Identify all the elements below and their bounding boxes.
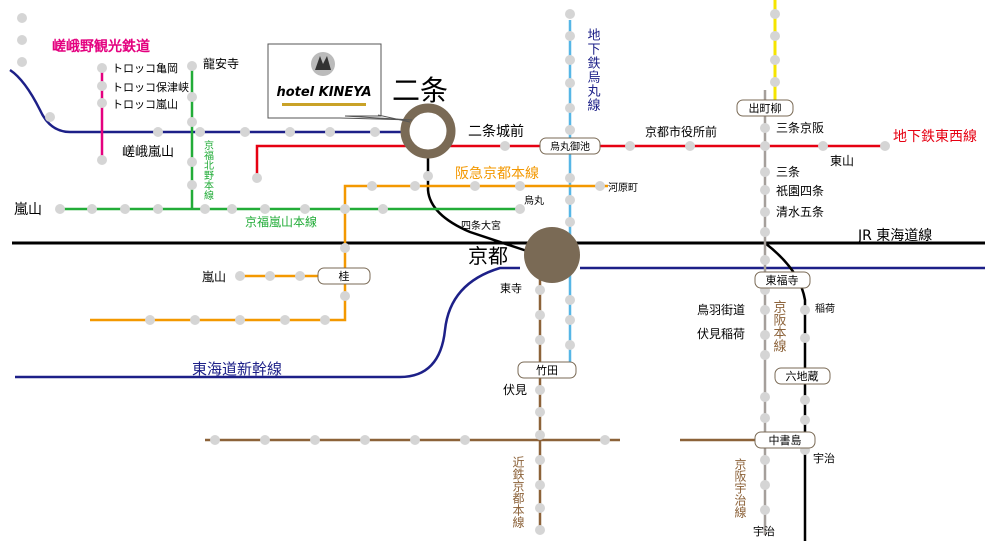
station-uji-keihan: 宇治	[753, 524, 775, 538]
station-box-demachiyanagi[interactable]	[736, 99, 794, 117]
station-arashiyama-randen: 嵐山	[14, 202, 42, 218]
line-label-kitano: 京福北野本線	[202, 139, 214, 200]
station-tofukuji: 東福寺	[766, 273, 799, 287]
station-katsura: 桂	[339, 269, 350, 283]
station-arashiyama-hankyu: 嵐山	[202, 270, 226, 284]
station-box-rokujizo[interactable]	[774, 367, 831, 385]
hub-label-nijo: 二条	[392, 74, 448, 107]
line-label-uji: 京阪宇治線	[733, 458, 747, 518]
line-label-kintetsu: 近鉄京都本線	[511, 456, 525, 528]
station-karasuma-oike: 烏丸御池	[550, 140, 590, 153]
jr-sagano-line	[9, 68, 412, 134]
station-inari: 稲荷	[815, 303, 835, 315]
station-dots	[45, 9, 890, 535]
line-label-shinkansen: 東海道新幹線	[192, 360, 282, 378]
station-kiyomizu-gojo: 清水五条	[776, 205, 824, 219]
station-chushojima: 中書島	[769, 433, 802, 447]
station-takeda: 竹田	[536, 363, 558, 377]
station-nijojo-mae: 二条城前	[468, 123, 524, 140]
station-fushimi: 伏見	[503, 383, 527, 397]
station-ryoanji: 龍安寺	[203, 56, 239, 71]
station-box-tofukuji[interactable]	[754, 271, 811, 289]
station-gion-shijo: 祇園四条	[776, 184, 824, 198]
station-box-takeda[interactable]	[517, 361, 577, 379]
station-sanjo-keihan: 三条京阪	[776, 121, 824, 135]
station-sanjo: 三条	[776, 165, 800, 179]
station-shijo-omiya: 四条大宮	[461, 219, 501, 232]
hotel-marker[interactable]: hotel KINEYA	[267, 43, 413, 123]
station-box-chushojima[interactable]	[754, 431, 816, 449]
station-torokko-kameoka: トロッコ亀岡	[112, 61, 178, 75]
grey-line-left	[17, 13, 27, 67]
hub-label-kyoto: 京都	[468, 244, 508, 268]
nijo-hub-ring[interactable]	[400, 103, 456, 159]
line-label-arashiyama: 京福嵐山本線	[245, 214, 317, 229]
station-rokujizo: 六地蔵	[786, 370, 819, 383]
line-label-karasuma: 地下鉄烏丸線	[585, 28, 601, 112]
line-label-keihan: 京阪本線	[771, 300, 787, 352]
line-label-jr: JR 東海道線	[857, 228, 932, 244]
line-label-tozai: 地下鉄東西線	[893, 129, 977, 145]
line-label-hankyu: 阪急京都本線	[455, 166, 539, 182]
station-demachiyanagi: 出町柳	[749, 101, 782, 115]
line-label-sagano: 嵯峨野観光鉄道	[52, 38, 150, 55]
station-fushimi-inari: 伏見稲荷	[697, 327, 745, 341]
station-kawaramachi: 河原町	[608, 182, 638, 194]
hotel-logo-icon	[311, 52, 335, 76]
station-uji-jr: 宇治	[813, 451, 835, 465]
tozai-line	[255, 144, 885, 178]
station-higashiyama: 東山	[830, 154, 854, 168]
station-saga-arashiyama: 嵯峨嵐山	[122, 145, 174, 160]
shinkansen-line	[15, 266, 520, 379]
station-torokko-hozukyo: トロッコ保津峡	[112, 80, 189, 94]
station-karasuma: 烏丸	[524, 194, 544, 207]
station-box-karasuma-oike[interactable]	[539, 137, 601, 155]
jr-nijo-kyoto	[426, 155, 531, 254]
station-torokko-arashiyama: トロッコ嵐山	[112, 98, 178, 111]
station-kyoto-shiyakushomae: 京都市役所前	[645, 124, 717, 139]
hotel-name: hotel KINEYA	[276, 85, 371, 100]
station-toba-kaido: 鳥羽街道	[697, 302, 745, 317]
kyoto-hub-circle[interactable]	[524, 227, 580, 283]
station-box-katsura[interactable]	[317, 267, 371, 285]
station-toji: 東寺	[500, 282, 522, 295]
